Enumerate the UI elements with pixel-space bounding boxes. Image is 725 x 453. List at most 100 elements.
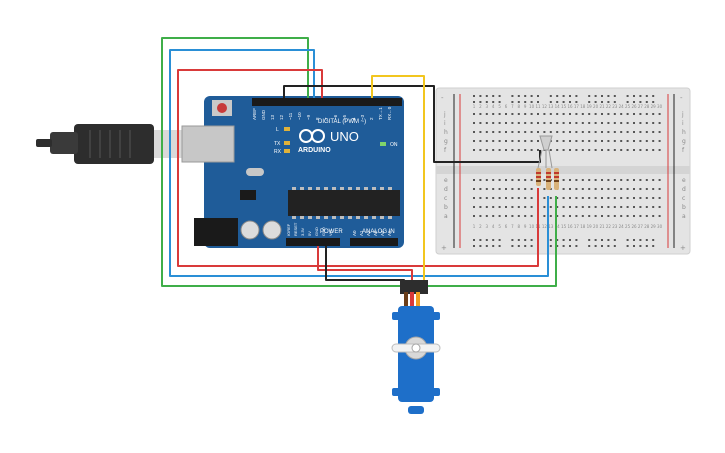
breadboard-hole[interactable] (639, 206, 642, 208)
rail-hole[interactable] (549, 101, 552, 103)
breadboard-hole[interactable] (479, 122, 482, 124)
breadboard-hole[interactable] (473, 206, 475, 208)
breadboard-hole[interactable] (505, 179, 507, 181)
breadboard-hole[interactable] (581, 188, 584, 190)
breadboard-hole[interactable] (505, 122, 507, 124)
breadboard-hole[interactable] (530, 188, 533, 190)
breadboard-hole[interactable] (498, 206, 501, 208)
rail-hole[interactable] (601, 95, 603, 97)
breadboard-hole[interactable] (633, 188, 635, 190)
breadboard-hole[interactable] (652, 179, 655, 181)
breadboard-hole[interactable] (588, 140, 591, 142)
breadboard-hole[interactable] (601, 140, 603, 142)
breadboard-hole[interactable] (485, 197, 488, 199)
rail-hole[interactable] (473, 101, 475, 103)
breadboard-hole[interactable] (620, 122, 623, 124)
breadboard-hole[interactable] (658, 122, 661, 124)
wire-red-5v[interactable] (317, 246, 413, 282)
breadboard-hole[interactable] (562, 179, 565, 181)
breadboard-hole[interactable] (473, 215, 475, 217)
rail-hole[interactable] (549, 95, 552, 97)
breadboard-hole[interactable] (485, 188, 488, 190)
breadboard-hole[interactable] (505, 140, 507, 142)
breadboard-hole[interactable] (594, 140, 597, 142)
rail-hole[interactable] (511, 245, 514, 247)
rail-hole[interactable] (498, 239, 501, 241)
rail-hole[interactable] (549, 245, 552, 247)
digital-header[interactable] (252, 98, 402, 106)
breadboard-hole[interactable] (549, 113, 552, 115)
rail-hole[interactable] (633, 245, 635, 247)
breadboard-hole[interactable] (601, 197, 603, 199)
servo-motor[interactable] (391, 280, 441, 414)
breadboard-hole[interactable] (511, 215, 514, 217)
breadboard-hole[interactable] (505, 206, 507, 208)
breadboard-hole[interactable] (498, 140, 501, 142)
rail-hole[interactable] (594, 95, 597, 97)
breadboard-hole[interactable] (639, 131, 642, 133)
breadboard-hole[interactable] (575, 215, 578, 217)
breadboard-hole[interactable] (492, 188, 495, 190)
breadboard-hole[interactable] (607, 122, 610, 124)
breadboard-hole[interactable] (543, 215, 546, 217)
breadboard-hole[interactable] (498, 188, 501, 190)
rail-hole[interactable] (588, 95, 591, 97)
breadboard-hole[interactable] (543, 206, 546, 208)
breadboard-hole[interactable] (562, 206, 565, 208)
breadboard-hole[interactable] (645, 113, 648, 115)
breadboard-hole[interactable] (530, 122, 533, 124)
rail-hole[interactable] (575, 95, 578, 97)
breadboard-hole[interactable] (601, 188, 603, 190)
breadboard-hole[interactable] (620, 188, 623, 190)
breadboard-hole[interactable] (517, 206, 520, 208)
resistor-blue[interactable] (546, 168, 551, 190)
rail-hole[interactable] (556, 239, 559, 241)
breadboard-hole[interactable] (626, 149, 629, 151)
resistor-red[interactable] (536, 168, 541, 186)
breadboard-hole[interactable] (562, 131, 565, 133)
breadboard-hole[interactable] (517, 113, 520, 115)
reset-button[interactable] (212, 100, 232, 116)
breadboard-hole[interactable] (524, 131, 527, 133)
breadboard-hole[interactable] (511, 113, 514, 115)
breadboard-hole[interactable] (575, 122, 578, 124)
rail-hole[interactable] (562, 101, 565, 103)
breadboard-hole[interactable] (543, 179, 546, 181)
breadboard-hole[interactable] (485, 215, 488, 217)
rail-hole[interactable] (498, 101, 501, 103)
rail-hole[interactable] (613, 239, 616, 241)
breadboard-hole[interactable] (485, 179, 488, 181)
breadboard-hole[interactable] (524, 215, 527, 217)
breadboard-hole[interactable] (485, 113, 488, 115)
rgb-led[interactable] (537, 135, 553, 169)
breadboard-hole[interactable] (530, 215, 533, 217)
breadboard-hole[interactable] (626, 122, 629, 124)
rail-hole[interactable] (524, 245, 527, 247)
breadboard-hole[interactable] (594, 113, 597, 115)
breadboard-hole[interactable] (569, 179, 571, 181)
breadboard-hole[interactable] (492, 197, 495, 199)
breadboard-hole[interactable] (639, 215, 642, 217)
breadboard-hole[interactable] (601, 179, 603, 181)
breadboard-hole[interactable] (594, 188, 597, 190)
rail-hole[interactable] (569, 245, 571, 247)
breadboard-hole[interactable] (626, 131, 629, 133)
breadboard-hole[interactable] (549, 215, 552, 217)
breadboard-hole[interactable] (498, 122, 501, 124)
rail-hole[interactable] (511, 101, 514, 103)
breadboard-hole[interactable] (492, 122, 495, 124)
breadboard-hole[interactable] (607, 188, 610, 190)
breadboard-hole[interactable] (492, 113, 495, 115)
breadboard-hole[interactable] (543, 131, 546, 133)
breadboard-hole[interactable] (524, 140, 527, 142)
rail-hole[interactable] (517, 239, 520, 241)
rail-hole[interactable] (530, 239, 533, 241)
rail-hole[interactable] (479, 101, 482, 103)
breadboard-hole[interactable] (492, 206, 495, 208)
rail-hole[interactable] (517, 95, 520, 97)
rail-hole[interactable] (511, 239, 514, 241)
breadboard-hole[interactable] (658, 140, 661, 142)
wire-blue[interactable] (169, 49, 549, 277)
breadboard-hole[interactable] (581, 206, 584, 208)
rail-hole[interactable] (626, 101, 629, 103)
